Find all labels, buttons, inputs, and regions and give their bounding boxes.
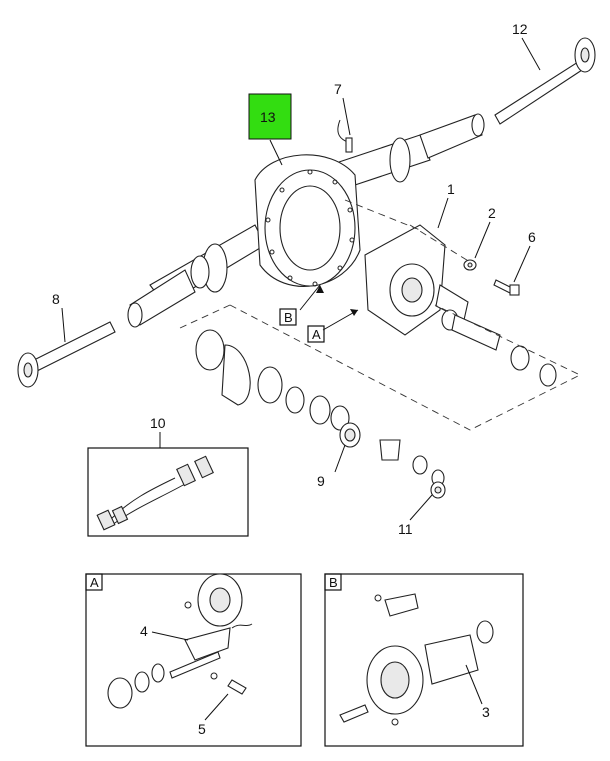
assembly-dashed-outline [179, 199, 582, 431]
left-spindle [127, 269, 196, 328]
differential-case[interactable] [424, 620, 494, 685]
callout-7[interactable]: 7 [334, 81, 342, 97]
seal-assembly[interactable] [339, 422, 361, 448]
detail-b-label: B [329, 575, 338, 590]
pinion-assembly [441, 309, 557, 387]
callout-13[interactable]: 13 [260, 109, 276, 125]
detail-b-frame: B [324, 573, 524, 747]
detail-a-frame: A [85, 573, 302, 747]
differential-internals [195, 329, 445, 487]
callout-2[interactable]: 2 [488, 205, 496, 221]
harness-box [87, 447, 249, 537]
sliding-clutch-gear [197, 573, 243, 627]
svg-text:B: B [284, 310, 293, 325]
left-axle-shaft[interactable] [17, 321, 116, 388]
right-axle-shaft[interactable] [494, 37, 596, 125]
housing-highlight-label[interactable] [248, 93, 292, 140]
housing-bolt-holes [265, 169, 355, 287]
callout-10[interactable]: 10 [150, 415, 166, 431]
callout-11[interactable]: 11 [398, 521, 413, 537]
nut[interactable] [430, 481, 446, 499]
callout-9[interactable]: 9 [317, 473, 325, 489]
callout-3[interactable]: 3 [482, 704, 490, 720]
differential-carrier[interactable] [364, 224, 469, 336]
shift-fork[interactable] [184, 601, 231, 661]
washer[interactable] [463, 259, 477, 271]
callout-5[interactable]: 5 [198, 721, 206, 737]
callout-4[interactable]: 4 [140, 623, 148, 639]
arrow-heads [316, 285, 358, 316]
right-spindle [419, 113, 485, 159]
callout-1[interactable]: 1 [447, 181, 455, 197]
wiring-harness[interactable] [96, 455, 214, 531]
detail-a-parts [107, 623, 253, 709]
detail-ref-a[interactable]: A [307, 325, 325, 343]
detail-ref-b[interactable]: B [279, 308, 297, 326]
breather-fitting[interactable] [337, 119, 353, 153]
mounting-bolt[interactable] [493, 279, 520, 296]
ring-gear [366, 645, 424, 715]
shift-sensor[interactable] [210, 672, 247, 695]
callout-leaders [61, 37, 541, 521]
detail-a-label: A [90, 575, 99, 590]
callout-6[interactable]: 6 [528, 229, 536, 245]
detail-b-parts [339, 593, 419, 726]
callout-12[interactable]: 12 [512, 21, 528, 37]
callout-8[interactable]: 8 [52, 291, 60, 307]
svg-text:A: A [312, 327, 321, 342]
